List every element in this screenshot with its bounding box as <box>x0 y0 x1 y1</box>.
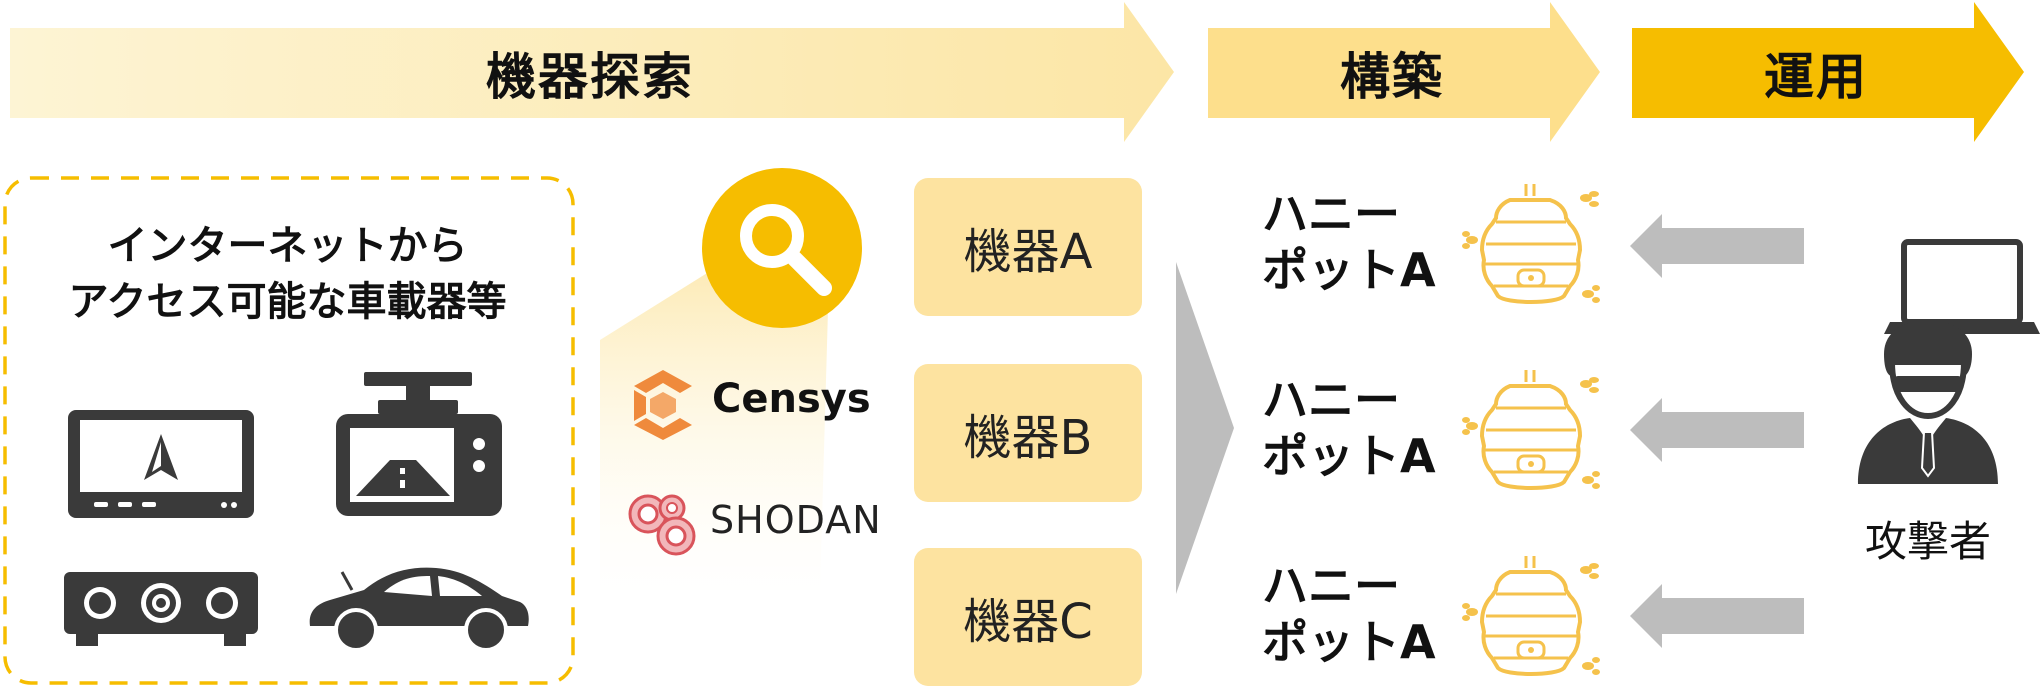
car-audio-icon <box>64 572 258 646</box>
honeypot-label-1: ハニー ポットA <box>1262 186 1462 298</box>
device-box-a: 機器A <box>914 178 1142 316</box>
censys-logo-icon <box>634 370 692 440</box>
shodan-logo-icon <box>628 494 696 556</box>
honeypot-1-line1: ハニー <box>1262 187 1400 241</box>
iot-group-title-line1: インターネットから <box>107 223 468 269</box>
hacker-icon <box>1858 320 1998 484</box>
iot-device-group <box>3 176 575 685</box>
phase-arrows <box>10 2 2024 142</box>
device-label-a: 機器A <box>963 224 1093 280</box>
dashcam-icon <box>336 372 502 516</box>
flow-triangle-arrow <box>1176 262 1234 594</box>
iot-group-title: インターネットから アクセス可能な車載器等 <box>0 218 575 330</box>
phase-label-operate: 運用 <box>1764 48 1868 106</box>
phase-arrow-operate <box>1632 2 2024 142</box>
device-label-b: 機器B <box>963 410 1093 466</box>
device-box-b: 機器B <box>914 364 1142 502</box>
beehive-icon <box>1462 554 1602 684</box>
car-icon <box>309 567 529 652</box>
shodan-label: SHODAN <box>710 498 882 542</box>
car-navigation-icon <box>68 410 254 518</box>
device-box-c: 機器C <box>914 548 1142 686</box>
phase-label-build: 構築 <box>1340 48 1444 106</box>
beehive-icon <box>1462 182 1602 312</box>
beehive-icon <box>1462 368 1602 498</box>
attack-arrow-1 <box>1630 214 1804 278</box>
honeypot-2-line2: ポットA <box>1262 429 1436 483</box>
search-icon <box>702 168 862 328</box>
honeypot-label-3: ハニー ポットA <box>1262 558 1462 670</box>
honeypot-1-line2: ポットA <box>1262 243 1436 297</box>
iot-group-title-line2: アクセス可能な車載器等 <box>68 279 507 325</box>
phase-label-explore: 機器探索 <box>486 48 694 106</box>
honeypot-2-line1: ハニー <box>1262 373 1400 427</box>
device-label-c: 機器C <box>963 594 1093 650</box>
honeypot-3-line1: ハニー <box>1262 559 1400 613</box>
phase-arrow-explore <box>10 2 1174 142</box>
honeypot-3-line2: ポットA <box>1262 615 1436 669</box>
attacker-label: 攻撃者 <box>1864 517 1991 566</box>
censys-label: Censys <box>712 376 871 422</box>
phase-arrow-build <box>1208 2 1600 142</box>
attack-arrow-3 <box>1630 584 1804 648</box>
attack-arrow-2 <box>1630 398 1804 462</box>
honeypot-label-2: ハニー ポットA <box>1262 372 1462 484</box>
